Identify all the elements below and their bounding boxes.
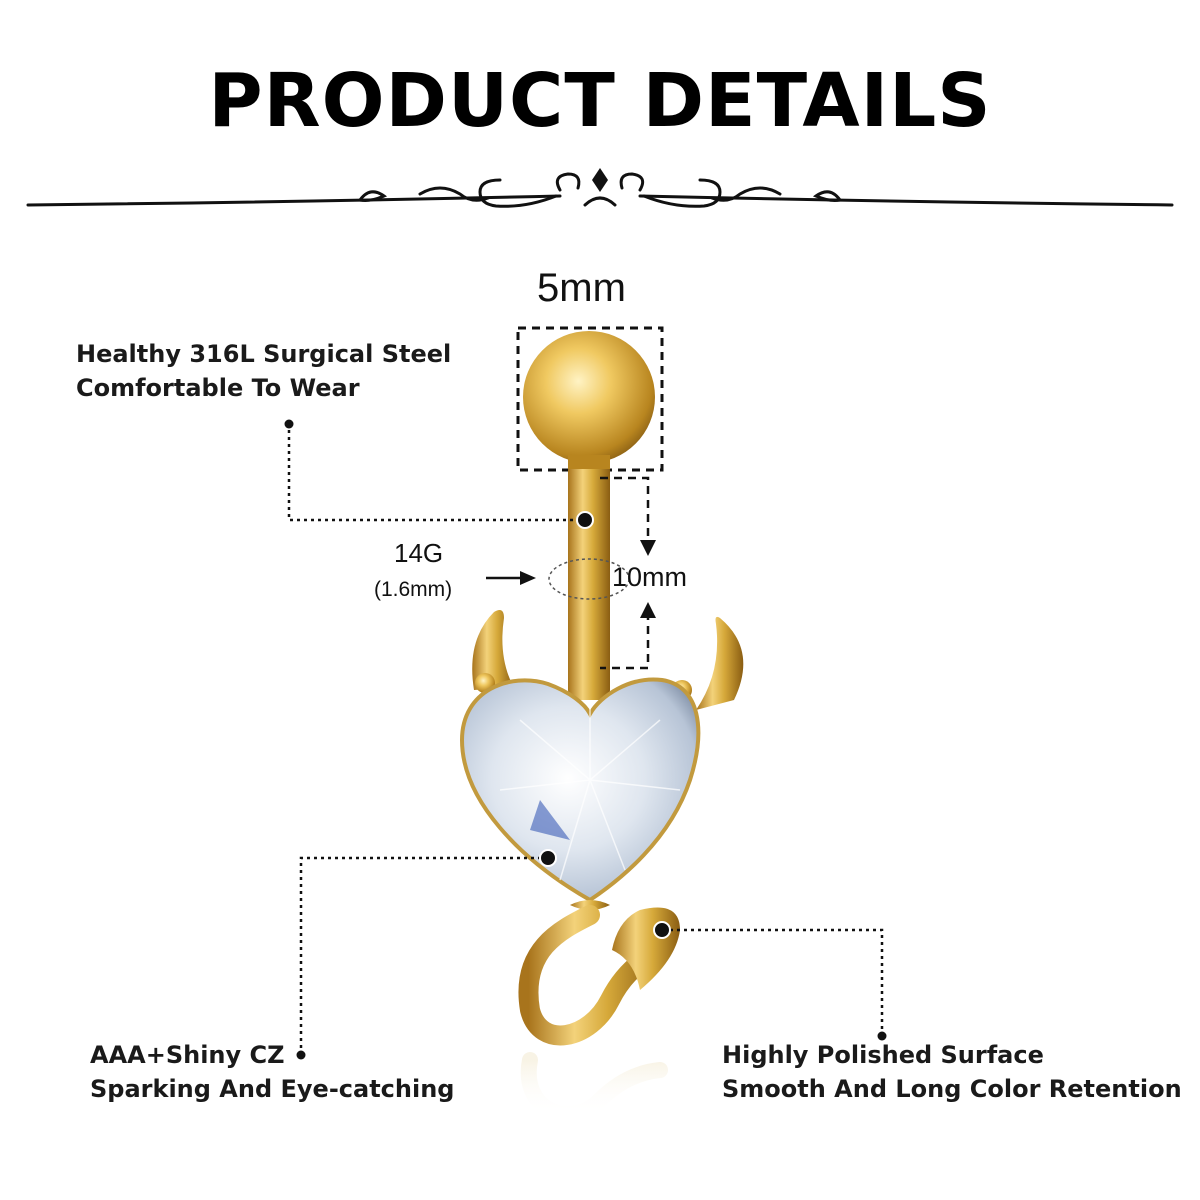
- surface-callout-line: [653, 921, 887, 1041]
- top-ball: [523, 331, 655, 463]
- right-horn: [696, 616, 744, 710]
- surface-line-2: Smooth And Long Color Retention: [722, 1075, 1182, 1103]
- barbell-shaft: [568, 460, 610, 700]
- gauge-label: 14G: [394, 538, 444, 568]
- left-horn: [472, 610, 514, 690]
- page-title: PRODUCT DETAILS: [208, 58, 992, 144]
- material-callout-line: [284, 419, 594, 529]
- heart-gem: [459, 677, 701, 903]
- diamond-ornament-icon: [592, 168, 608, 192]
- devil-tail: [518, 905, 670, 1046]
- surface-callout: Highly Polished Surface Smooth And Long …: [722, 1038, 1182, 1106]
- material-line-2: Comfortable To Wear: [76, 374, 360, 402]
- gauge-mm-label: (1.6mm): [374, 578, 453, 601]
- bar-length-label: 10mm: [612, 562, 688, 592]
- stone-callout-line: [296, 849, 557, 1060]
- tail-knot: [570, 900, 610, 910]
- stone-line-1: AAA+Shiny CZ: [90, 1041, 285, 1069]
- material-line-1: Healthy 316L Surgical Steel: [76, 340, 452, 368]
- ornamental-divider: [26, 168, 1174, 208]
- stone-line-2: Sparking And Eye-catching: [90, 1075, 455, 1103]
- gauge-indicator: [548, 558, 630, 600]
- ball-size-label: 5mm: [537, 266, 626, 310]
- surface-line-1: Highly Polished Surface: [722, 1041, 1044, 1069]
- material-callout: Healthy 316L Surgical Steel Comfortable …: [76, 337, 451, 405]
- stone-callout: AAA+Shiny CZ Sparking And Eye-catching: [90, 1038, 454, 1106]
